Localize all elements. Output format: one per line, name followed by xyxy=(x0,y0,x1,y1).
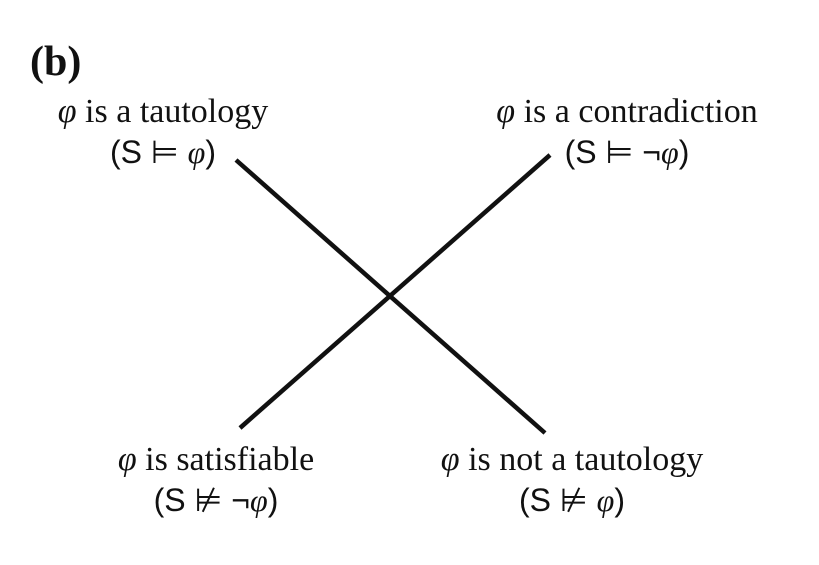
label-text: is a contradiction xyxy=(523,93,758,130)
line-contradiction-to-satisfiable xyxy=(238,153,552,430)
label-text: is a tautology xyxy=(85,93,269,130)
formula-prefix: (S ⊭ xyxy=(153,482,232,518)
formula-suffix: ) xyxy=(205,134,216,170)
phi-symbol: φ xyxy=(496,93,516,130)
formula-suffix: ) xyxy=(678,134,690,170)
label-satisfiable: φ is satisfiable (S ⊭ ¬φ) xyxy=(36,440,396,520)
formula-prefix: (S ⊭ xyxy=(518,482,597,518)
phi-symbol: φ xyxy=(596,482,615,518)
formula-suffix: ) xyxy=(614,482,625,518)
label-text: is satisfiable xyxy=(145,441,315,478)
phi-symbol: φ xyxy=(440,441,460,478)
label-text: is not a tautology xyxy=(468,441,704,478)
formula-prefix: (S ⊨ xyxy=(564,134,643,170)
phi-symbol: φ xyxy=(187,134,206,170)
label-not-tautology: φ is not a tautology (S ⊭ φ) xyxy=(392,440,752,520)
formula-prefix: (S ⊨ xyxy=(109,134,188,170)
formula-neg: ¬ xyxy=(642,134,661,170)
label-contradiction: φ is a contradiction (S ⊨ ¬φ) xyxy=(447,92,807,172)
phi-symbol: φ xyxy=(117,441,137,478)
phi-symbol: φ xyxy=(57,93,77,130)
label-tautology: φ is a tautology (S ⊨ φ) xyxy=(0,92,343,172)
panel-label: (b) xyxy=(30,39,82,85)
formula-neg: ¬ xyxy=(231,482,250,518)
phi-symbol: φ xyxy=(660,134,679,170)
formula-suffix: ) xyxy=(267,482,279,518)
phi-symbol: φ xyxy=(249,482,268,518)
